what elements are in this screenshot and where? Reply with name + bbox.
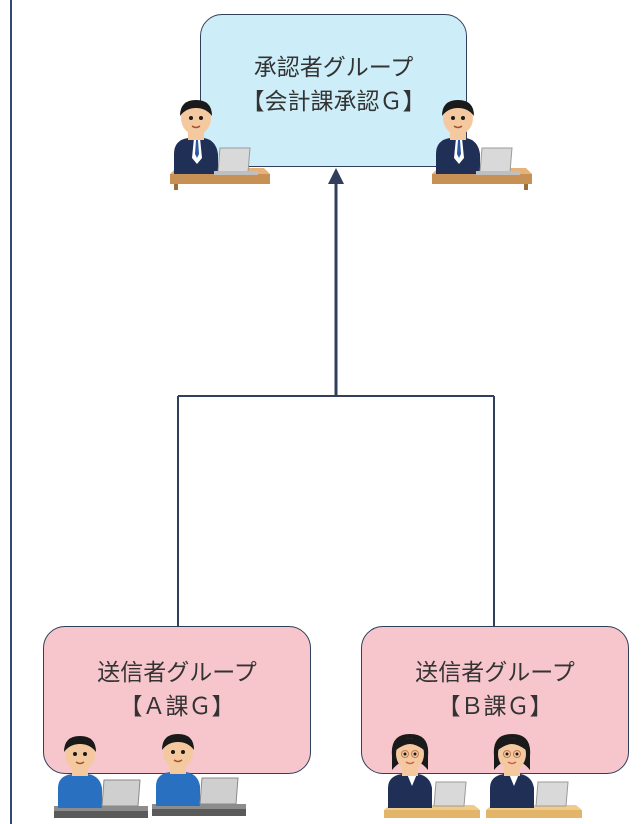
- approver-group-box: 承認者グループ 【会計課承認Ｇ】: [200, 14, 467, 167]
- woman-laptop-icon: [486, 734, 582, 818]
- sender-group-a-title: 送信者グループ: [97, 660, 257, 686]
- businessman-laptop-icon: [170, 100, 270, 190]
- sender-group-a-subtitle: 【Ａ課Ｇ】: [119, 694, 235, 720]
- man-laptop-icon: [152, 734, 246, 816]
- businessman-laptop-icon: [432, 100, 532, 190]
- approver-group-title: 承認者グループ: [253, 54, 414, 81]
- sender-group-b-subtitle: 【Ｂ課Ｇ】: [437, 694, 553, 720]
- arrowhead-icon: [328, 168, 344, 184]
- approver-group-subtitle: 【会計課承認Ｇ】: [241, 88, 426, 115]
- left-border-line: [10, 0, 12, 824]
- man-laptop-icon: [54, 736, 148, 818]
- sender-group-b-title: 送信者グループ: [415, 660, 575, 686]
- woman-laptop-icon: [384, 734, 480, 818]
